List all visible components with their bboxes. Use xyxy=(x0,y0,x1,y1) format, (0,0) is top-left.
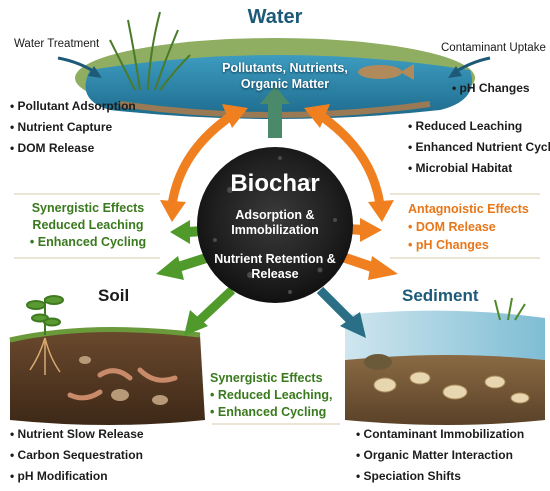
synergistic-left-box: Synergistic Effects Reduced Leaching Enh… xyxy=(18,200,158,251)
roots-icon xyxy=(29,337,61,375)
biochar-adsorption-text: Adsorption & Immobilization xyxy=(231,208,319,237)
plant-icon xyxy=(26,295,64,335)
soil-title: Soil xyxy=(98,286,130,305)
shells-icon xyxy=(373,371,530,404)
pebbles-icon xyxy=(79,356,168,405)
list-item: Enhanced Nutrient Cycling xyxy=(408,137,550,158)
water-right-effects: Reduced Leaching Enhanced Nutrient Cycli… xyxy=(408,116,550,179)
list-item: Reduced Leaching xyxy=(408,116,550,137)
list-item: Nutrient Capture xyxy=(10,117,136,138)
list-item: Microbial Habitat xyxy=(408,158,550,179)
list-item: Pollutant Adsorption xyxy=(10,96,136,117)
list-item: Organic Matter Interaction xyxy=(356,445,524,466)
biochar-circle xyxy=(197,147,353,303)
sediment-water xyxy=(345,310,545,360)
list-item: Contaminant Immobilization xyxy=(356,424,525,445)
biochar-texture xyxy=(213,156,337,294)
turtle-icon xyxy=(364,354,392,370)
synergistic-left-heading: Synergistic Effects xyxy=(31,201,145,215)
arrow-biochar-to-water xyxy=(260,86,290,138)
water-right-top: pH Changes xyxy=(452,78,530,99)
soil-scene xyxy=(9,295,205,425)
antagonistic-item: DOM Release xyxy=(408,218,529,236)
antagonistic-item: pH Changes xyxy=(408,236,529,254)
biochar-nutrient-text: Nutrient Retention & Release xyxy=(214,252,336,281)
fish-icon xyxy=(358,64,414,80)
synergistic-bottom-box: Synergistic Effects Reduced Leaching, En… xyxy=(210,370,342,421)
synergistic-bottom-item: Enhanced Cycling xyxy=(210,404,342,421)
synergistic-bottom-heading: Synergistic Effects xyxy=(210,371,323,385)
list-item: pH Changes xyxy=(452,78,530,99)
arrow-water-sediment-orange xyxy=(304,104,394,222)
water-title: Water xyxy=(247,6,303,28)
sediment-effects: Contaminant Immobilization Organic Matte… xyxy=(356,424,525,487)
soil-effects: Nutrient Slow Release Carbon Sequestrati… xyxy=(10,424,144,487)
arrow-biochar-to-sediment-teal xyxy=(316,286,366,338)
water-scene xyxy=(57,11,491,119)
worm-icon xyxy=(67,367,178,401)
synergistic-left-item: Enhanced Cycling xyxy=(18,234,158,251)
synergistic-left-item: Reduced Leaching xyxy=(32,218,144,232)
arrow-water-soil-orange xyxy=(160,104,248,222)
sediment-title: Sediment xyxy=(402,286,479,305)
water-center-text: Pollutants, Nutrients, Organic Matter xyxy=(222,61,348,91)
reeds-icon xyxy=(109,11,191,91)
list-item: Speciation Shifts xyxy=(356,466,524,487)
water-treatment-label: Water Treatment xyxy=(14,38,100,50)
water-left-effects: Pollutant Adsorption Nutrient Capture DO… xyxy=(10,96,136,159)
grass-icon xyxy=(494,297,526,321)
list-item: pH Modification xyxy=(10,466,144,487)
contaminant-uptake-label: Contaminant Uptake xyxy=(441,42,546,54)
antagonistic-box: Antagnoistic Effects DOM Release pH Chan… xyxy=(408,200,529,254)
list-item: Carbon Sequestration xyxy=(10,445,144,466)
antagonistic-heading: Antagnoistic Effects xyxy=(408,202,529,216)
list-item: Nutrient Slow Release xyxy=(10,424,144,445)
synergistic-bottom-item: Reduced Leaching, xyxy=(210,387,342,404)
biochar-title: Biochar xyxy=(230,170,320,197)
sediment-scene xyxy=(345,297,545,425)
list-item: DOM Release xyxy=(10,138,136,159)
